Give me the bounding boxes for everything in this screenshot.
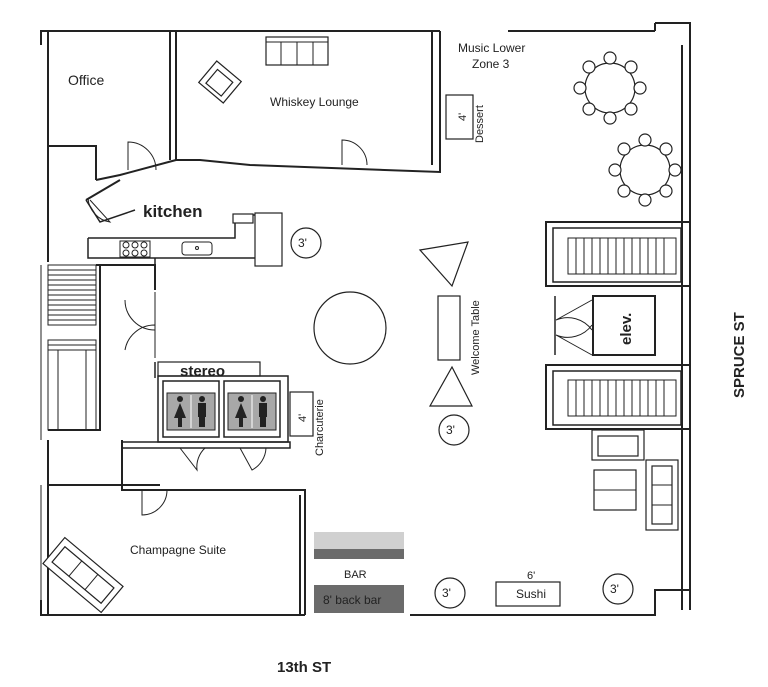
champagne-suite-room: Champagne Suite (42, 484, 306, 615)
dessert-station: 4' Dessert (445, 94, 486, 143)
stereo-block: stereo (122, 361, 291, 472)
sofa-icon (265, 36, 329, 66)
stove-icon (119, 240, 151, 258)
outer-walls (40, 22, 691, 616)
lounge-seating (591, 429, 679, 531)
round-table-3ft: 3' (438, 414, 470, 446)
sushi-station: 6' Sushi (495, 570, 561, 607)
kitchen-door[interactable] (87, 197, 112, 223)
street-right-label: SPRUCE ST (731, 312, 748, 398)
back-bar-label: 8' back bar (323, 593, 381, 607)
stereo-label: stereo (180, 363, 225, 380)
office-label: Office (68, 72, 105, 88)
kitchen-label: kitchen (143, 202, 203, 221)
street-bottom-label: 13th ST (277, 659, 331, 676)
elevator-door[interactable] (555, 324, 593, 356)
round-table-size: 3' (446, 423, 455, 437)
large-round-table (313, 291, 387, 365)
suite-door[interactable] (141, 489, 168, 516)
round-table-size: 3' (442, 586, 451, 600)
whiskey-lounge-room: Whiskey Lounge Music Lower Zone 3 (85, 31, 525, 201)
lounge-door[interactable] (341, 139, 368, 166)
dessert-label: Dessert (474, 105, 486, 143)
welcome-table: Welcome Table (418, 241, 482, 407)
round-table-3ft: 3' (602, 573, 634, 605)
restroom-icon (166, 392, 216, 431)
sink-icon (181, 241, 213, 256)
round-table-top (573, 51, 647, 125)
welcome-table-label: Welcome Table (470, 300, 482, 375)
bar-label: BAR (344, 569, 367, 581)
double-door[interactable] (124, 292, 156, 378)
music-lower-line1: Music Lower (458, 41, 525, 55)
left-stairs (47, 264, 160, 486)
sushi-size: 6' (527, 570, 535, 582)
music-lower-line2: Zone 3 (472, 57, 510, 71)
elevator-door[interactable] (555, 299, 593, 331)
elevator-core: elev. (545, 221, 691, 430)
charcuterie-station: 4' Charcuterie (289, 391, 326, 456)
couch-icon (42, 536, 124, 614)
round-table-3ft: 3' (290, 227, 322, 259)
round-table-size: 3' (298, 236, 307, 250)
main-floor: 3' Welcome Table 3' BAR 8' back bar 3' 6… (290, 227, 634, 613)
armchair-icon (197, 60, 243, 104)
dessert-size: 4' (457, 113, 469, 121)
bar: BAR 8' back bar (314, 532, 404, 613)
charcuterie-size: 4' (297, 414, 309, 422)
charcuterie-label: Charcuterie (314, 399, 326, 456)
restroom-door[interactable] (239, 447, 267, 471)
office-room: Office (48, 31, 171, 180)
restroom-icon (227, 392, 277, 431)
round-table-middle (608, 133, 682, 207)
elevator-label: elev. (618, 313, 635, 345)
sushi-label: Sushi (516, 587, 546, 601)
restroom-door[interactable] (179, 447, 206, 472)
champagne-suite-label: Champagne Suite (130, 543, 226, 557)
round-table-3ft: 3' (434, 577, 466, 609)
round-table-size: 3' (610, 582, 619, 596)
whiskey-lounge-label: Whiskey Lounge (270, 95, 359, 109)
kitchen-room: kitchen (85, 197, 283, 290)
